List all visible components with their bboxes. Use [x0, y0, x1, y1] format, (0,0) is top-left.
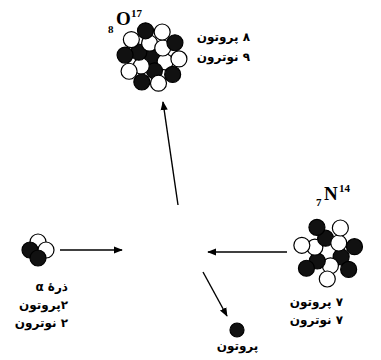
nucleus-group: 8O17 ۸ پروتون ۹ نوترون [100, 5, 255, 100]
nucleon [150, 75, 166, 91]
nucleon [117, 47, 133, 63]
nucleon-count: ۲ نوترون [15, 317, 68, 330]
outgoing-arrow [203, 272, 227, 316]
nucleon [165, 66, 181, 82]
nucleon [319, 271, 335, 287]
particle-name: پروتون [217, 340, 259, 353]
nucleon-count: ۷ نوترون [290, 314, 343, 327]
nucleon [121, 63, 137, 79]
outgoing-arrow [163, 102, 178, 205]
nucleon [138, 23, 154, 39]
nucleus-group: پروتون [200, 339, 275, 358]
nucleon [298, 260, 314, 276]
mass-number: 17 [131, 7, 142, 19]
nucleon [134, 74, 150, 90]
incoming-arrow [208, 251, 287, 252]
nucleon [309, 219, 325, 235]
atomic-number: 7 [316, 196, 322, 208]
nucleon [332, 220, 348, 236]
nucleon [123, 32, 139, 48]
nucleon [171, 51, 187, 67]
isotope-symbol: O [116, 9, 131, 30]
nucleon-count: ۷ پروتون [290, 296, 343, 309]
nucleon [341, 261, 357, 277]
nucleus-group: 7N14 ۷ پروتون ۷ نوترون [280, 180, 379, 332]
nucleon [30, 250, 46, 266]
incoming-arrow [60, 249, 122, 250]
nucleon [167, 35, 183, 51]
nucleon [294, 237, 310, 253]
nucleon-count: ۲پروتون [19, 299, 68, 312]
nucleon [154, 24, 170, 40]
particle-name: ذرهٔ α [35, 281, 68, 294]
mass-number: 14 [339, 182, 350, 194]
nucleon-count: ۸ پروتون [197, 31, 250, 44]
nucleon-count: ۹ نوترون [197, 51, 250, 64]
nucleon [230, 323, 244, 337]
nucleon [346, 239, 362, 255]
nucleon [331, 235, 347, 251]
isotope-symbol: N [324, 184, 338, 205]
nucleus-group: ذرهٔ α ۲پروتون ۲ نوترون [0, 275, 80, 337]
atomic-number: 8 [108, 23, 114, 35]
